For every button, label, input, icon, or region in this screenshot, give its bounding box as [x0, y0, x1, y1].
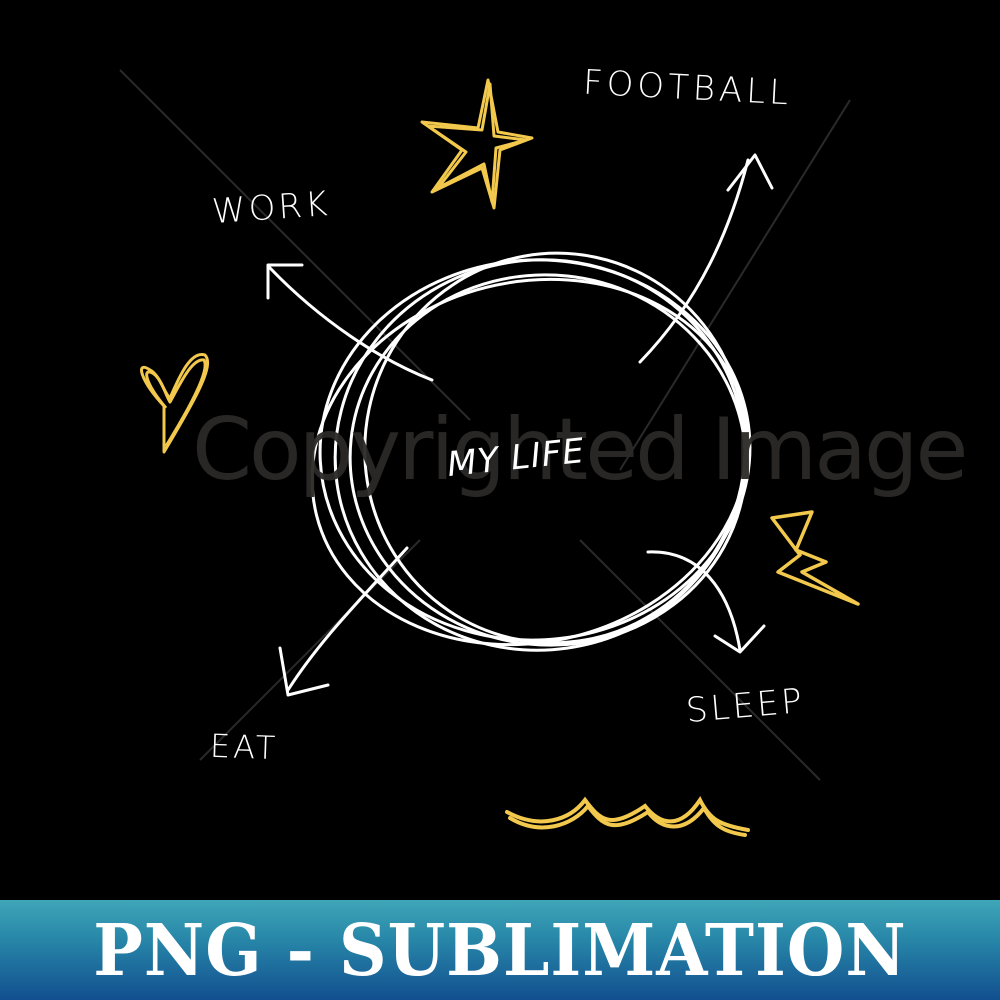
doodle-drawing	[119, 69, 860, 837]
arrow-to-work-icon	[266, 263, 434, 382]
scribble-circle	[310, 251, 752, 652]
branch-label-eat: EAT	[209, 726, 279, 768]
arrow-to-eat-icon	[278, 546, 409, 697]
branch-label-work: WORK	[210, 183, 332, 233]
arrow-to-football-icon	[638, 153, 774, 364]
watermark-lines	[119, 69, 851, 781]
banner-title: PNG - SUBLIMATION	[93, 907, 907, 993]
star-icon	[420, 78, 534, 210]
watermark-text: Copyrighted Image	[192, 400, 968, 500]
bottom-banner: PNG - SUBLIMATION	[0, 900, 1000, 1000]
lightning-icon	[770, 510, 860, 606]
arrow-to-sleep-icon	[646, 550, 766, 654]
wave-icon	[505, 796, 750, 837]
artwork: Copyrighted Image FOOTBALL WORK EAT SLEE…	[119, 62, 969, 837]
heart-icon	[140, 353, 210, 454]
